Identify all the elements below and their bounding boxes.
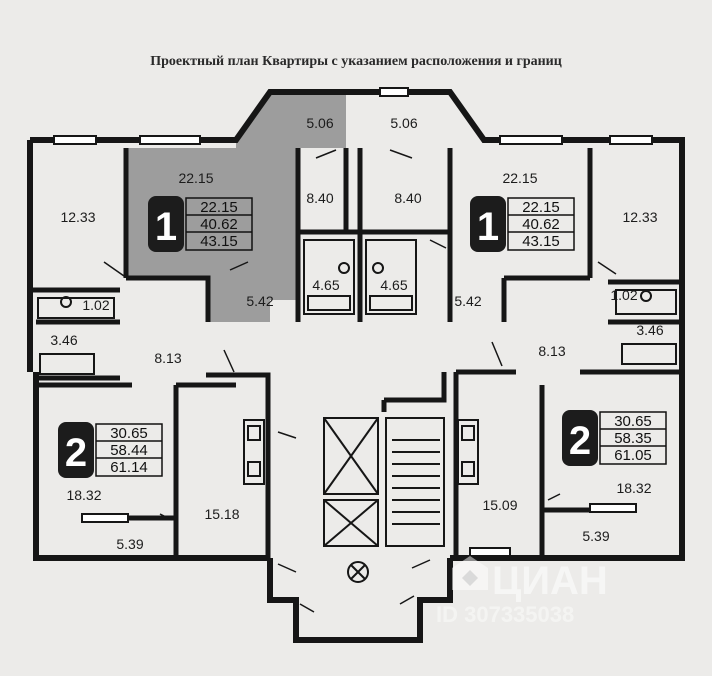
badge-total-balcony-area: 61.05 <box>614 447 652 464</box>
staircase <box>385 417 445 547</box>
room-area-label: 5.06 <box>306 115 333 131</box>
room-area-label: 3.46 <box>50 332 77 348</box>
room-area-label: 8.13 <box>154 350 181 366</box>
badge-total-area: 58.44 <box>110 442 148 459</box>
plan-title: Проектный план Квартиры с указанием расп… <box>150 54 562 69</box>
badge-rooms: 2 <box>569 419 591 463</box>
elevators <box>323 417 379 583</box>
room-area-label: 8.13 <box>538 343 565 359</box>
room-area-label: 22.15 <box>178 170 213 186</box>
room-area-label: 8.40 <box>394 190 421 206</box>
room-area-label: 15.18 <box>204 506 239 522</box>
cian-logo-icon <box>452 556 488 590</box>
outer-walls <box>27 89 685 643</box>
doors <box>103 149 617 613</box>
interior-walls <box>30 148 682 560</box>
room-area-label: 15.09 <box>482 497 517 513</box>
room-area-label: 4.65 <box>312 277 339 293</box>
room-area-label: 3.46 <box>636 322 663 338</box>
badge-total-balcony-area: 43.15 <box>522 233 560 250</box>
badge-apt-right-2: 2 30.65 58.35 61.05 <box>562 410 667 466</box>
badge-total-balcony-area: 61.14 <box>110 459 148 476</box>
badge-living-area: 30.65 <box>614 413 652 430</box>
badge-apt-left-2: 2 30.65 58.44 61.14 <box>58 422 163 478</box>
room-area-label: 18.32 <box>66 487 101 503</box>
badge-total-area: 58.35 <box>614 430 652 447</box>
badge-living-area: 22.15 <box>200 199 238 216</box>
badge-total-balcony-area: 43.15 <box>200 233 238 250</box>
room-area-label: 12.33 <box>622 209 657 225</box>
room-area-label: 22.15 <box>502 170 537 186</box>
badge-total-area: 40.62 <box>522 216 560 233</box>
kitchens <box>243 419 479 485</box>
room-area-label: 4.65 <box>380 277 407 293</box>
highlighted-apartment <box>126 92 346 322</box>
watermark: ЦИАН ID 307335038 <box>436 556 608 627</box>
room-area-label: 5.06 <box>390 115 417 131</box>
badge-rooms: 1 <box>477 205 499 249</box>
room-area-label: 18.32 <box>616 480 651 496</box>
badge-living-area: 30.65 <box>110 425 148 442</box>
room-area-label: 12.33 <box>60 209 95 225</box>
badge-apt-left-1: 1 22.15 40.62 43.15 <box>148 196 253 252</box>
room-area-label: 5.39 <box>582 528 609 544</box>
badge-rooms: 2 <box>65 431 87 475</box>
room-area-label: 5.42 <box>246 293 273 309</box>
bathrooms <box>37 239 677 375</box>
room-area-label: 5.42 <box>454 293 481 309</box>
room-area-label: 8.40 <box>306 190 333 206</box>
windows <box>53 87 653 557</box>
badge-living-area: 22.15 <box>522 199 560 216</box>
room-area-label: 1.02 <box>610 287 637 303</box>
badge-rooms: 1 <box>155 205 177 249</box>
watermark-id: ID 307335038 <box>436 602 574 627</box>
badge-total-area: 40.62 <box>200 216 238 233</box>
room-area-label: 1.02 <box>82 297 109 313</box>
room-labels: 5.06 5.06 22.15 22.15 12.33 12.33 8.40 8… <box>50 115 663 552</box>
watermark-brand: ЦИАН <box>492 559 608 603</box>
badge-apt-right-1: 1 22.15 40.62 43.15 <box>470 196 575 252</box>
room-area-label: 5.39 <box>116 536 143 552</box>
